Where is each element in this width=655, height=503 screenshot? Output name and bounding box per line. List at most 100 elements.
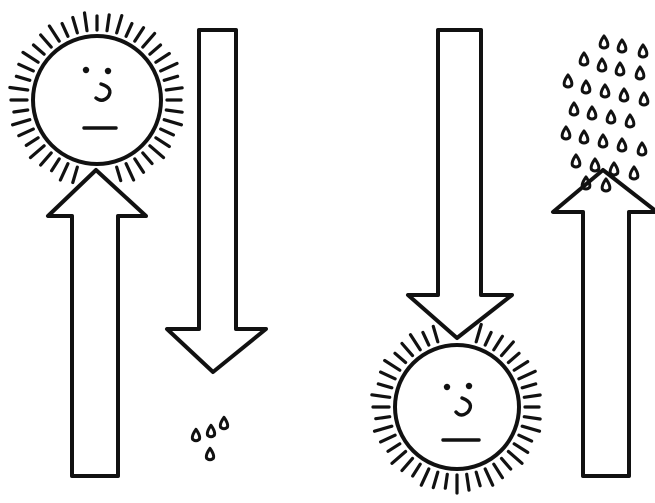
sun-ray (126, 24, 132, 37)
sun-ray (156, 138, 169, 147)
water-drop (598, 59, 606, 71)
sun-ray (52, 159, 60, 171)
sun-ray (502, 458, 511, 469)
sun-ray (421, 469, 429, 485)
water-drop (570, 103, 578, 115)
sun-ray (19, 64, 34, 71)
sun-ray (156, 54, 169, 63)
sun-ray (135, 159, 144, 172)
sun-ray (117, 167, 121, 180)
up-arrow-right (553, 170, 655, 476)
sun-ray (62, 24, 68, 37)
sun-ray (445, 474, 447, 488)
water-drop (206, 448, 213, 459)
water-drop (599, 135, 607, 147)
water-drop (618, 40, 626, 52)
sun-ray (164, 76, 177, 80)
sun-ray (508, 452, 522, 464)
sun-ray (375, 426, 392, 431)
water-drop (640, 93, 648, 105)
water-drop (220, 417, 227, 428)
sun-ray (23, 52, 38, 62)
water-drop (582, 81, 590, 93)
sun-ray (143, 153, 152, 164)
sun-ray (135, 28, 144, 41)
water-drop (636, 67, 644, 79)
water-drop (630, 167, 638, 179)
sun-face-upper-left (10, 13, 182, 183)
sun-ray (385, 361, 400, 371)
sun-ray (402, 344, 413, 356)
sun-ray (26, 138, 38, 146)
water-drop (618, 139, 626, 151)
sun-ray (433, 326, 438, 341)
water-drop (638, 143, 646, 155)
water-drop (626, 115, 634, 127)
water-drop (580, 131, 588, 143)
sun-ray (467, 474, 469, 490)
sun-ray (508, 353, 519, 362)
sun-ray (31, 146, 45, 158)
water-drop (564, 75, 572, 87)
sun-ray (381, 435, 396, 442)
water-drop (600, 36, 608, 48)
sun-ray (16, 76, 29, 80)
sun-ray (395, 353, 406, 362)
sun-ray (476, 325, 481, 342)
water-drop (610, 163, 618, 175)
sun-ray (126, 164, 134, 180)
sun-ray (14, 110, 28, 112)
sun-ray (378, 384, 392, 388)
sun-ray (423, 332, 429, 345)
down-arrow-upper-center (167, 30, 266, 372)
water-drop (639, 45, 647, 57)
water-drop (580, 53, 588, 65)
water-drop (572, 155, 580, 167)
sun-face-circle (395, 345, 519, 469)
sun-ray (107, 15, 109, 31)
water-drop (192, 429, 199, 440)
sun-ray (402, 458, 413, 470)
sun-ray (150, 146, 164, 158)
sun-ray (392, 452, 406, 464)
water-drop (562, 127, 570, 139)
sun-ray (161, 63, 177, 71)
sun-ray (34, 45, 45, 54)
sun-ray (519, 435, 532, 441)
sun-ray (388, 444, 400, 452)
sun-ray (522, 426, 539, 431)
sun-ray (433, 472, 438, 487)
sun-ray (49, 26, 59, 41)
sun-ray (411, 335, 421, 350)
sun-ray (476, 472, 480, 486)
sun-ray (164, 120, 181, 125)
sun-ray (514, 362, 528, 371)
sun-ray (143, 34, 155, 48)
sun-ray (117, 16, 122, 33)
water-drop (607, 111, 615, 123)
water-drop (591, 159, 599, 171)
sun-ray (514, 444, 528, 453)
water-drop (207, 425, 214, 436)
sun-ray (372, 395, 390, 398)
sun-ray (524, 417, 540, 419)
sun-ray (494, 464, 503, 478)
sun-ray (485, 332, 491, 345)
sun-ray (166, 110, 182, 112)
sun-ray (502, 342, 514, 356)
large-water-drops (562, 36, 648, 191)
sun-ray (73, 167, 78, 182)
sun-ray (10, 88, 28, 91)
water-drop (601, 85, 609, 97)
water-drop (620, 89, 628, 101)
sun-ray (161, 129, 174, 135)
sun-ray (166, 88, 182, 90)
sun-ray (41, 35, 52, 47)
sun-ray (494, 336, 503, 350)
sun-ray (519, 371, 535, 379)
down-arrow-right (408, 30, 512, 338)
sun-ray (376, 417, 390, 419)
sun-ray (13, 120, 30, 125)
sun-ray (381, 372, 396, 379)
sun-ray (485, 469, 493, 485)
